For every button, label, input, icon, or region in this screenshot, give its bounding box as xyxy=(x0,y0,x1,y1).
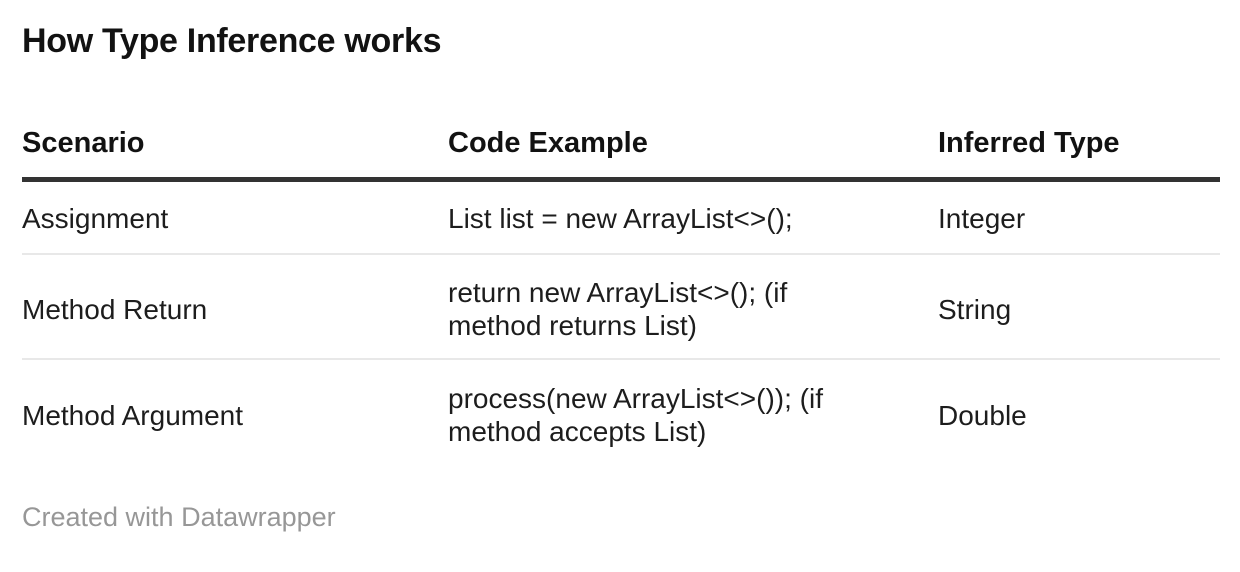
datawrapper-credit-link[interactable]: Created with Datawrapper xyxy=(22,502,336,532)
table-header-row: Scenario Code Example Inferred Type xyxy=(22,126,1220,182)
cell-scenario: Method Argument xyxy=(22,399,244,431)
table-row: Assignment List list = new ArrayList<>()… xyxy=(22,182,1220,255)
cell-code-example: return new ArrayList<>(); (if method ret… xyxy=(448,277,788,341)
cell-scenario: Assignment xyxy=(22,203,169,234)
page-title: How Type Inference works xyxy=(22,22,442,60)
column-header-scenario: Scenario xyxy=(22,127,145,159)
cell-inferred-type: Integer xyxy=(938,203,1026,234)
column-header-inferred-type: Inferred Type xyxy=(938,127,1120,159)
cell-code-example: process(new ArrayList<>()); (if method a… xyxy=(448,383,823,447)
cell-code-example: List list = new ArrayList<>(); xyxy=(448,203,793,234)
table-row: Method Argument process(new ArrayList<>(… xyxy=(22,360,1220,466)
column-header-code-example: Code Example xyxy=(448,127,648,159)
table-row: Method Return return new ArrayList<>(); … xyxy=(22,255,1220,360)
cell-inferred-type: Double xyxy=(938,399,1027,431)
type-inference-table: Scenario Code Example Inferred Type Assi… xyxy=(22,126,1220,466)
cell-scenario: Method Return xyxy=(22,293,208,325)
datawrapper-credit: Created with Datawrapper xyxy=(22,501,1240,533)
cell-inferred-type: String xyxy=(938,293,1012,325)
